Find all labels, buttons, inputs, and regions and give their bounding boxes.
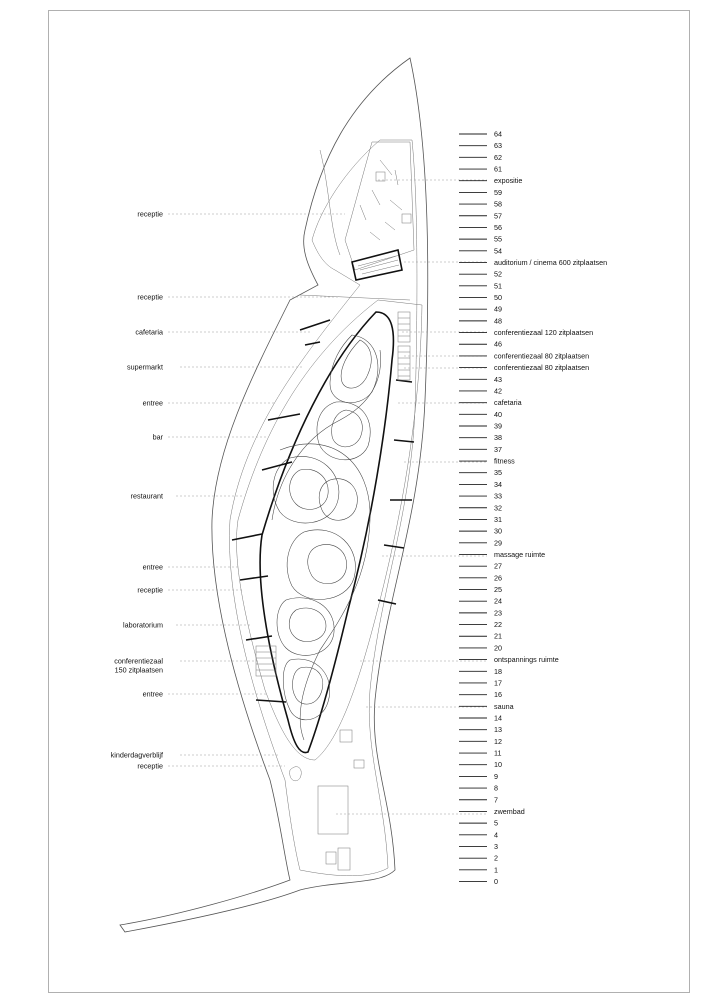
floor-label: 18 (494, 667, 502, 676)
function-label: supermarkt (127, 363, 163, 372)
floor-label: 63 (494, 141, 502, 150)
floor-label: 58 (494, 200, 502, 209)
left-label-list: receptie receptie cafetaria supermarkt entre… (111, 210, 164, 771)
floor-label: 34 (494, 480, 502, 489)
landscape-contours (271, 334, 381, 741)
floor-label: 52 (494, 270, 502, 279)
floor-label: 9 (494, 772, 498, 781)
floor-label: 49 (494, 305, 502, 314)
floor-label: 62 (494, 153, 502, 162)
floor-label: 54 (494, 246, 502, 255)
function-label: restaurant (131, 492, 163, 501)
floor-label: 26 (494, 573, 502, 582)
floor-label: 4 (494, 830, 498, 839)
function-label: conferentiezaal (114, 657, 163, 666)
site-outline (119, 57, 429, 933)
floor-label: 39 (494, 422, 502, 431)
floor-label: 57 (494, 211, 502, 220)
floor-label: conferentiezaal 80 zitplaatsen (494, 351, 589, 360)
floor-label: 48 (494, 316, 502, 325)
floor-label: auditorium / cinema 600 zitplaatsen (494, 258, 607, 267)
floor-label: 17 (494, 678, 502, 687)
floor-label: 50 (494, 293, 502, 302)
floor-label: massage ruimte (494, 550, 545, 559)
floor-label: 10 (494, 760, 502, 769)
floor-label: 38 (494, 433, 502, 442)
floor-label: 55 (494, 235, 502, 244)
function-label: receptie (137, 762, 163, 771)
floor-label: 14 (494, 714, 502, 723)
floor-label: 37 (494, 445, 502, 454)
floor-label: 33 (494, 492, 502, 501)
floor-label: 11 (494, 749, 501, 758)
floor-label: 43 (494, 375, 502, 384)
floor-label: 30 (494, 527, 502, 536)
floor-label: 29 (494, 538, 502, 547)
north-block (344, 141, 415, 281)
floor-label: 59 (494, 188, 502, 197)
function-label: receptie (137, 586, 163, 595)
floor-label: 32 (494, 503, 502, 512)
function-label: entree (143, 563, 163, 572)
floor-label: 16 (494, 690, 502, 699)
floor-list: 64636261expositie595857565554auditorium … (459, 130, 607, 886)
floor-label: 22 (494, 620, 502, 629)
floor-label: 35 (494, 468, 502, 477)
floor-label: cafetaria (494, 398, 522, 407)
floor-label: 21 (494, 632, 502, 641)
floor-label: 20 (494, 643, 502, 652)
drawing-frame (48, 10, 690, 993)
floor-label: 23 (494, 608, 502, 617)
floor-label: 8 (494, 784, 498, 793)
floor-label: 3 (494, 842, 498, 851)
function-label: cafetaria (135, 328, 163, 337)
function-label: 150 zitplaatsen (115, 666, 163, 675)
floor-label: zwembad (494, 807, 525, 816)
floor-label: 13 (494, 725, 502, 734)
floor-label: 46 (494, 340, 502, 349)
floor-label: 42 (494, 386, 502, 395)
left-leaders (168, 213, 345, 767)
floor-label: 1 (494, 865, 498, 874)
right-leaders (336, 179, 487, 815)
function-label: receptie (137, 293, 163, 302)
floor-label: 0 (494, 877, 498, 886)
function-label: kinderdagverblijf (111, 751, 163, 760)
floor-label: 61 (494, 165, 502, 174)
floor-label: 5 (494, 819, 498, 828)
floor-label: ontspannings ruimte (494, 655, 559, 664)
south-block (289, 729, 365, 871)
floor-label: 51 (494, 281, 502, 290)
function-label: bar (153, 433, 164, 442)
function-label: receptie (137, 210, 163, 219)
hatched-rooms (255, 311, 411, 677)
floor-label: 25 (494, 585, 502, 594)
floor-label: 40 (494, 410, 502, 419)
floor-label: sauna (494, 702, 514, 711)
floor-label: 2 (494, 854, 498, 863)
floor-label: 64 (494, 130, 502, 139)
floor-label: 12 (494, 737, 502, 746)
floor-label: 7 (494, 795, 498, 804)
floor-label: 56 (494, 223, 502, 232)
floor-label: conferentiezaal 80 zitplaatsen (494, 363, 589, 372)
main-building (231, 299, 423, 761)
floor-label: fitness (494, 457, 515, 466)
floor-label: expositie (494, 176, 522, 185)
floor-label: 31 (494, 515, 502, 524)
function-label: laboratorium (123, 621, 163, 630)
floor-label: conferentiezaal 120 zitplaatsen (494, 328, 593, 337)
floor-label: 24 (494, 597, 502, 606)
function-label: entree (143, 690, 163, 699)
floor-label: 27 (494, 562, 502, 571)
function-label: entree (143, 399, 163, 408)
